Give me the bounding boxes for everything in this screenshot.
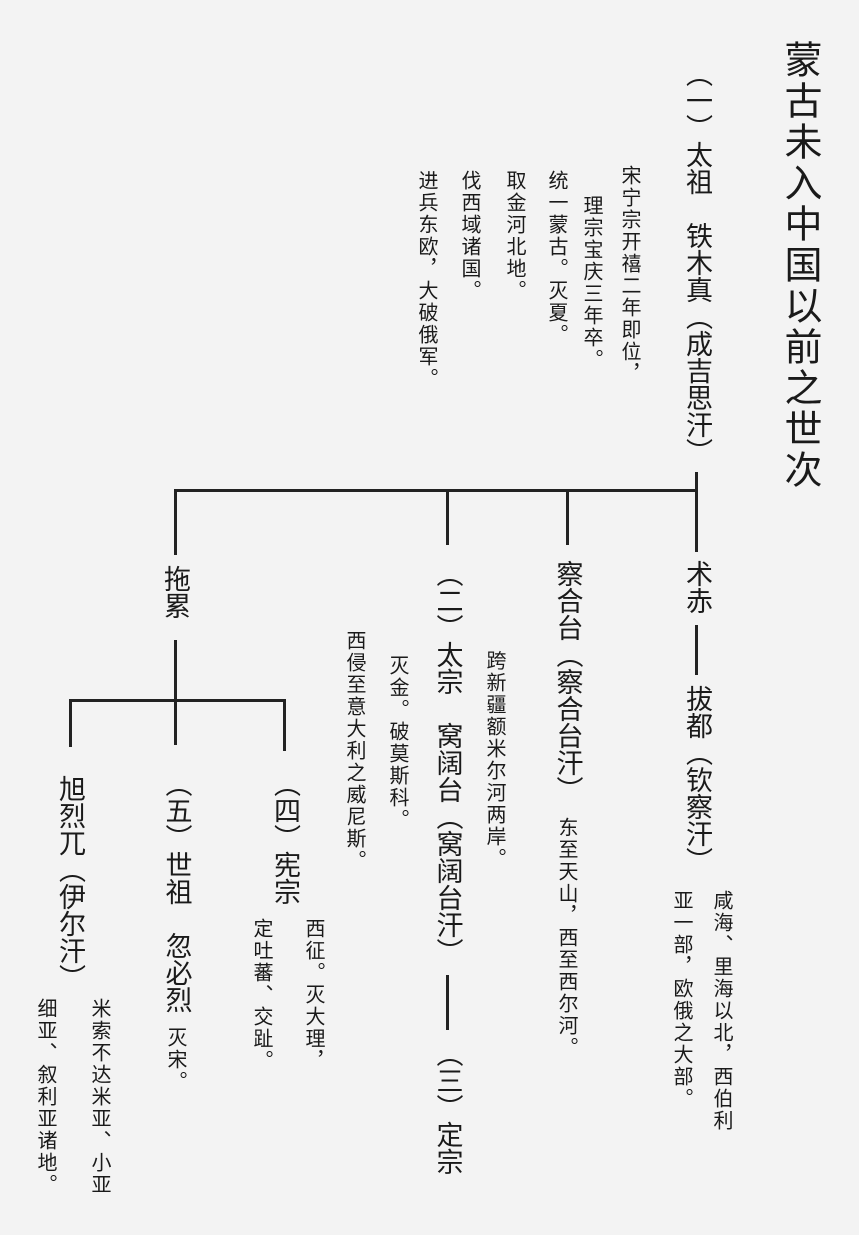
connector-line	[174, 489, 177, 555]
connector-line	[69, 699, 72, 747]
connector-line	[69, 699, 286, 702]
zhuchi-note: 亚一部，欧俄之大部。	[670, 890, 694, 1110]
taizu-note: 统一蒙古。灭夏。	[545, 170, 569, 346]
hulagu-note: 细亚、叙利亚诸地。	[34, 998, 58, 1196]
taizong-note: 灭金。破莫斯科。	[386, 655, 410, 831]
taizu-note: 伐西域诸国。	[458, 170, 482, 302]
xianzong-note: 西征。灭大理，	[302, 918, 326, 1072]
connector-line	[446, 489, 449, 545]
shizu-name: （五）世祖 忽必烈	[160, 770, 192, 1013]
dingzong-name: （三）定宗	[431, 1040, 463, 1175]
hulagu-name: 旭烈兀（伊尔汗）	[54, 775, 85, 991]
connector-line	[566, 489, 569, 545]
zhuchi-note: 咸海、里海以北，西伯利	[710, 890, 734, 1132]
connector-line	[174, 640, 177, 745]
hulagu-note: 米索不达米亚、小亚	[88, 998, 112, 1196]
connector-line	[174, 489, 698, 492]
connector-line	[445, 975, 449, 1030]
taizong-name: （二）太宗 窝阔台（窝阔台汗）	[431, 560, 463, 965]
batu-name: 拔都（钦察汗）	[681, 685, 712, 874]
shizu-column: （五）世祖 忽必烈 灭宋。	[160, 770, 192, 1093]
taizu-note: 进兵东欧，大破俄军。	[415, 170, 439, 390]
connector-line	[695, 625, 698, 675]
taizu-note: 理宗宝庆三年卒。	[580, 195, 604, 371]
tolui-name: 拖累	[159, 565, 190, 619]
taizu-note: 取金河北地。	[503, 170, 527, 302]
chagatai-inline-note: 东至天山，西至西尔河。	[555, 817, 579, 1059]
chagatai-note: 跨新疆额米尔河两岸。	[483, 650, 507, 870]
page-title: 蒙古未入中国以前之世次	[778, 40, 822, 491]
xianzong-name: （四）宪宗	[269, 770, 300, 905]
taizong-column: （二）太宗 窝阔台（窝阔台汗） （三）定宗	[431, 560, 463, 1175]
taizong-note: 西侵至意大利之威尼斯。	[343, 630, 367, 872]
chagatai-column: 察合台（察合台汗） 东至天山，西至西尔河。	[551, 560, 583, 1059]
shizu-inline-note: 灭宋。	[164, 1027, 188, 1093]
connector-line	[283, 699, 286, 751]
zhuchi-name: 术赤	[681, 560, 712, 614]
xianzong-note: 定吐蕃、交趾。	[250, 918, 274, 1072]
taizu-note: 宋宁宗开禧二年即位，	[618, 165, 642, 385]
connector-line	[695, 472, 698, 552]
taizu-name: （一）太祖 铁木真（成吉思汗）	[681, 60, 712, 465]
chagatai-name: 察合台（察合台汗）	[551, 560, 583, 803]
